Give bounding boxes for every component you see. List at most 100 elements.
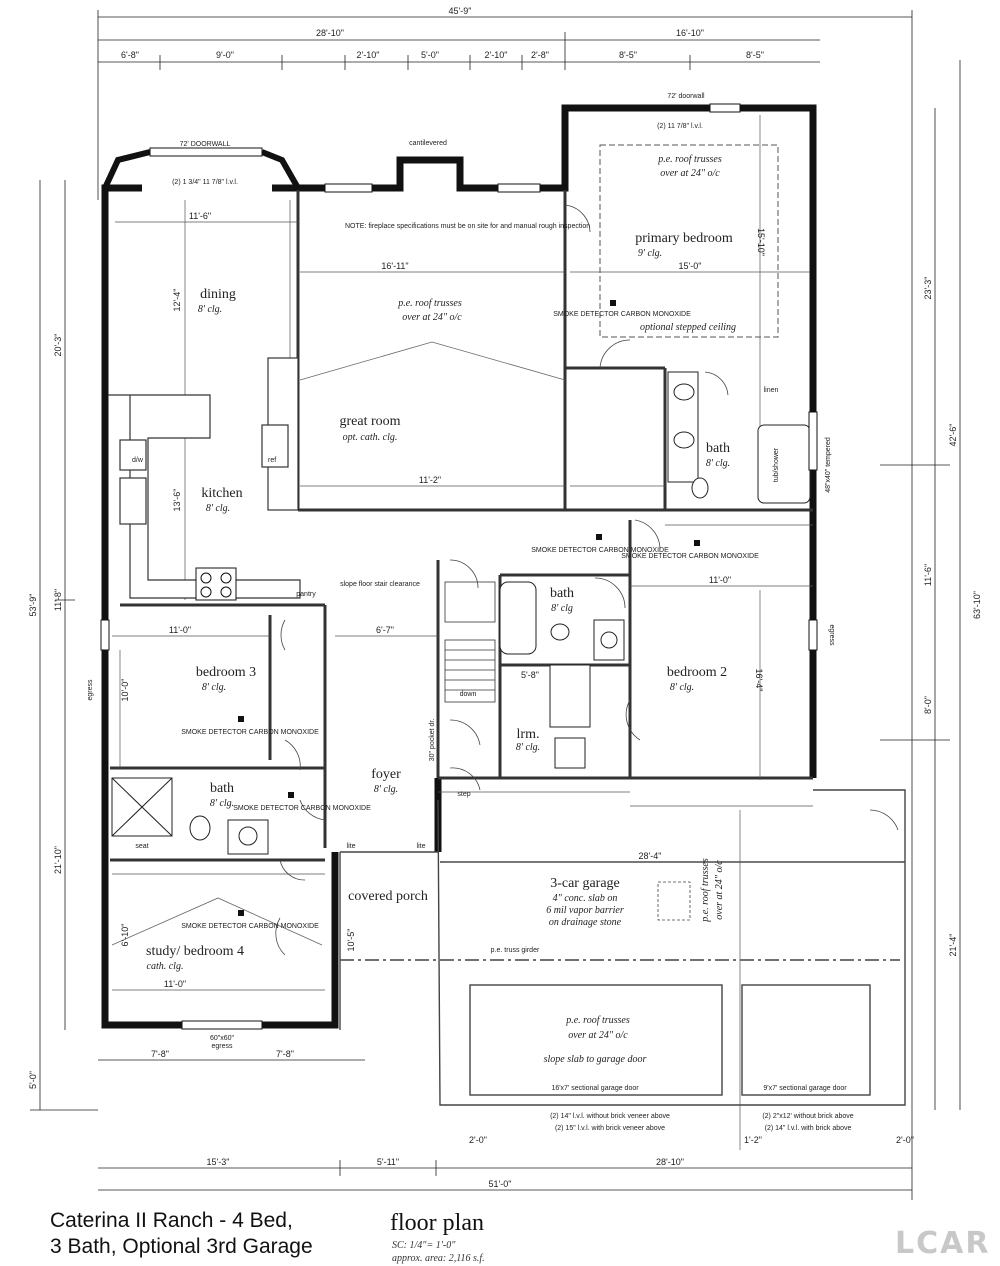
dim2-dining: 12'-4" <box>172 289 182 312</box>
step-label: step <box>457 791 470 798</box>
truss2-garage-lower: over at 24" o/c <box>568 1030 628 1041</box>
egress-bottom-label: egress <box>211 1043 233 1050</box>
room-ceiling-great: opt. cath. clg. <box>343 432 398 443</box>
door-swings <box>275 204 899 956</box>
smoke-label-3: SMOKE DETECTOR CARBON MONOXIDE <box>181 923 319 930</box>
garage-slab-2: 6 mil vapor barrier <box>546 905 624 916</box>
dim-total-bottom: 51'-0" <box>489 1179 512 1189</box>
floor-plan-title: floor plan <box>390 1210 484 1236</box>
dim-great: 16'-11" <box>381 261 408 271</box>
room-name-bedroom-3: bedroom 3 <box>196 665 256 680</box>
dim-left-block: 28'-10" <box>316 28 344 38</box>
fixtures <box>111 371 811 855</box>
dim-right-4: 8'-0" <box>923 696 933 714</box>
room-foyer: foyer 8' clg. 6'-7" <box>371 625 401 795</box>
room-ceiling-kitchen: 8' clg. <box>206 503 230 514</box>
room-name-bedroom-2: bedroom 2 <box>667 665 727 680</box>
window-bottom-label: 60"x60" <box>210 1035 235 1042</box>
great-room-roof-line <box>299 341 566 381</box>
doorwall-left-label: 72' DOORWALL <box>180 141 231 148</box>
dim-right-block: 16'-10" <box>676 28 704 38</box>
dim2-bedroom-2: 16'-4" <box>754 669 764 692</box>
room-bedroom-2: bedroom 2 8' clg. 11'-0" 16'-4" <box>667 575 764 693</box>
room-name-bath-hall: bath <box>550 586 574 601</box>
dim-bottom-small-1: 7'-8" <box>151 1049 169 1059</box>
smoke-label-6: SMOKE DETECTOR CARBON MONOXIDE <box>553 311 691 318</box>
header-1b: (2) 15" l.v.l. with brick veneer above <box>555 1125 665 1132</box>
room-primary-bedroom: primary bedroom 9' clg. p.e. roof trusse… <box>635 154 766 333</box>
smoke-label-2: SMOKE DETECTOR CARBON MONOXIDE <box>233 805 371 812</box>
stepped-ceiling-outline <box>599 144 779 338</box>
dim-bottom-small-2: 7'-8" <box>276 1049 294 1059</box>
stairs <box>444 581 496 703</box>
room-ceiling-primary: 9' clg. <box>638 248 662 259</box>
smoke-label-4: SMOKE DETECTOR CARBON MONOXIDE <box>531 547 669 554</box>
garage-door-1: 16'x7' sectional garage door <box>551 1085 639 1092</box>
windows <box>100 103 818 1030</box>
dim-top-seg-7: 8'-5" <box>619 50 637 60</box>
kitchen-counters <box>108 357 301 599</box>
dim-top-seg-5: 2'-10" <box>485 50 508 60</box>
dim-top-seg-4: 5'-0" <box>421 50 439 60</box>
room-ceiling-dining: 8' clg. <box>198 304 222 315</box>
room-bedroom-3: bedroom 3 8' clg. 11'-0" 10'-0" <box>120 625 256 701</box>
truss-garage: p.e. roof trusses <box>700 858 711 923</box>
pantry-label: pantry <box>296 591 316 598</box>
truss-great: p.e. roof trusses <box>397 298 462 309</box>
dim-study: 11'-0" <box>164 979 186 989</box>
room-name-bath-master: bath <box>706 441 730 456</box>
fireplace-note: NOTE: fireplace specifications must be o… <box>345 223 590 230</box>
doorwall-top-label: 72' doorwall <box>667 93 705 100</box>
dim-top-seg-2: 9'-0" <box>216 50 234 60</box>
dimension-labels-vertical: 53'-9" 20'-3" 11'-8" 21'-10" 5'-0" 63'-1… <box>28 277 982 1089</box>
room-dining: dining 8' clg. 11'-6" 12'-4" <box>172 211 236 315</box>
room-bath-3: bath 8' clg. seat <box>135 781 234 850</box>
floor-plan-scale: SC: 1/4"= 1'-0" <box>392 1240 456 1251</box>
lcar-logo: LCAR <box>895 1226 991 1261</box>
dim-kitchen: 13'-6" <box>172 489 182 512</box>
seat-label: seat <box>135 843 148 850</box>
dimension-guides <box>112 115 900 1150</box>
room-ceiling-bedroom-3: 8' clg. <box>202 682 226 693</box>
tub-label: tub/shower <box>773 447 780 482</box>
room-laundry: lrm. 8' clg. 5'-8" <box>516 670 540 753</box>
dim-laundry: 5'-8" <box>521 670 539 680</box>
lvl-left-label: (2) 1 3/4" 11 7/8" l.v.l. <box>172 179 238 186</box>
header-1a: (2) 14" l.v.l. without brick veneer abov… <box>550 1113 670 1120</box>
dim-primary: 15'-0" <box>679 261 702 271</box>
lite-label-1: lite <box>347 843 356 850</box>
refrigerator-label: ref <box>268 457 276 464</box>
tempered-label: 48"x40" tempered <box>825 437 832 493</box>
plan-caption: Caterina II Ranch - 4 Bed, 3 Bath, Optio… <box>50 1208 313 1260</box>
smoke-label-5: SMOKE DETECTOR CARBON MONOXIDE <box>621 553 759 560</box>
down-label: down <box>460 691 477 698</box>
room-master-bath: bath 8' clg. tub/shower <box>706 441 780 482</box>
dim-bedroom-3: 11'-0" <box>169 625 191 635</box>
smoke-detectors <box>238 300 700 916</box>
dim-bedroom-2: 11'-0" <box>709 575 731 585</box>
egress-right-label: egress <box>828 624 835 646</box>
dim2-study: 6'-10" <box>120 924 130 947</box>
garage-door-2: 9'x7' sectional garage door <box>763 1085 847 1092</box>
room-study: study/ bedroom 4 cath. clg. 11'-0" 6'-10… <box>120 924 244 989</box>
truss2-great: over at 24" o/c <box>402 312 462 323</box>
room-name-primary: primary bedroom <box>635 231 733 246</box>
truss2-primary: over at 24" o/c <box>660 168 720 179</box>
caption-line-1: Caterina II Ranch - 4 Bed, <box>50 1209 293 1232</box>
room-name-garage: 3-car garage <box>550 876 620 891</box>
dim-porch: 10'-5" <box>346 929 356 952</box>
lite-label-2: lite <box>417 843 426 850</box>
room-ceiling-study: cath. clg. <box>147 961 184 972</box>
attic-access <box>657 881 691 921</box>
dim-bottom-small-5: 2'-0" <box>896 1135 914 1145</box>
dim2-great: 11'-2" <box>419 475 441 485</box>
dim-right-1: 23'-3" <box>923 277 933 300</box>
lvl-top-label: (2) 11 7/8" l.v.l. <box>657 123 703 130</box>
dim-bottom-seg-1: 15'-3" <box>207 1157 230 1167</box>
dim-bottom-seg-3: 28'-10" <box>656 1157 684 1167</box>
egress-left-label: egress <box>87 679 94 701</box>
stair-label: slope floor stair clearance <box>340 581 420 588</box>
study-roof-line <box>111 897 323 946</box>
header-2b: (2) 14" l.v.l. with brick above <box>765 1125 852 1132</box>
dim-foyer: 6'-7" <box>376 625 394 635</box>
